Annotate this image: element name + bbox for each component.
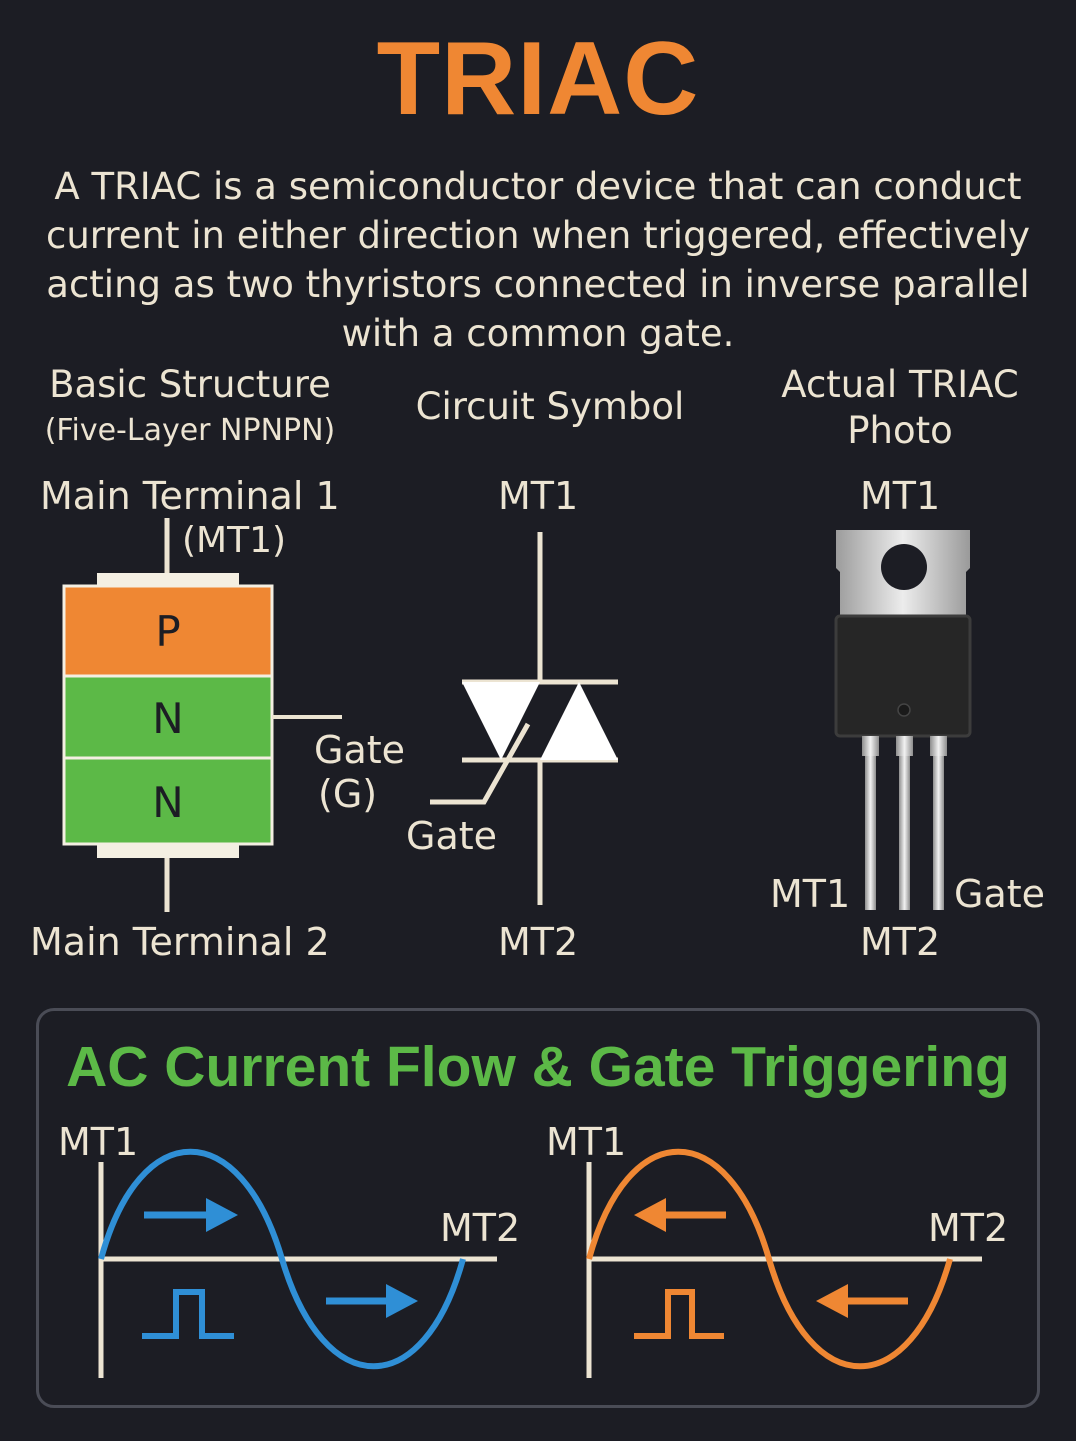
structure-heading-text: Basic Structure (49, 363, 331, 406)
layer-p-label: P (155, 607, 180, 656)
structure-gate-label: Gate (314, 728, 406, 772)
mounting-hole (881, 544, 927, 590)
triac-package-photo (834, 530, 972, 910)
lead-center-shoulder (896, 736, 913, 756)
structure-subheading: (Five-Layer NPNPN) (44, 413, 336, 448)
waveform-panel (36, 1008, 1040, 1408)
photo-heading: Actual TRIAC Photo (740, 362, 1060, 454)
wave-right-mt2-label: MT2 (928, 1206, 1009, 1250)
wave-left-arrow-2-head (386, 1284, 418, 1318)
wave-right-gate-pulse (634, 1289, 724, 1339)
package-body (834, 614, 972, 738)
layer-n2-label: N (152, 778, 183, 827)
photo-pin-left-label: MT1 (770, 872, 851, 916)
photo-mt1-top-label: MT1 (860, 474, 941, 518)
photo-pin-right-label: Gate (954, 872, 1046, 916)
waveform-title: AC Current Flow & Gate Triggering (66, 1035, 1010, 1099)
layer-n1-label: N (152, 694, 183, 743)
package-dimple (897, 703, 911, 717)
bottom-contact (97, 844, 239, 858)
lead-center (899, 756, 910, 910)
wave-left-mt1-label: MT1 (58, 1120, 139, 1164)
lead-right (933, 756, 944, 910)
layer-p (62, 584, 274, 678)
page-title: TRIAC (376, 21, 700, 137)
wave-left-mt2-label: MT2 (440, 1206, 521, 1250)
description: A TRIAC is a semiconductor device that c… (46, 165, 1030, 355)
wave-right-arrow-2-head (816, 1284, 848, 1318)
wave-right-mt1-label: MT1 (546, 1120, 627, 1164)
photo-heading-line1: Actual TRIAC (781, 363, 1019, 406)
symbol-gate-wire (430, 722, 531, 805)
symbol-mt1-label: MT1 (498, 474, 579, 518)
structure-diagram: P N N (62, 518, 342, 912)
lead-left-shoulder (862, 736, 879, 756)
lead-right-shoulder (930, 736, 947, 756)
photo-heading-line2: Photo (847, 409, 953, 452)
wave-right-sine (586, 1148, 953, 1370)
structure-mt1-abbrev: (MT1) (182, 520, 287, 561)
wave-left-gate-pulse (142, 1289, 234, 1339)
wave-right-arrow-1-head (634, 1198, 666, 1232)
layer-n2 (62, 756, 274, 846)
top-contact (97, 573, 239, 587)
structure-mt1-label: Main Terminal 1 (40, 474, 340, 518)
waveform-diagram (98, 1148, 982, 1378)
wave-left-sine (98, 1148, 466, 1370)
wave-right (586, 1148, 982, 1378)
triac-symbol (430, 532, 618, 905)
symbol-heading: Circuit Symbol (415, 385, 685, 428)
symbol-mt2-label: MT2 (498, 920, 579, 964)
symbol-triangle-down (462, 682, 540, 760)
symbol-gate-label: Gate (406, 814, 498, 858)
lead-left (865, 756, 876, 910)
symbol-triangle-up (540, 682, 618, 760)
wave-left (98, 1148, 497, 1378)
wave-left-arrow-1-head (206, 1198, 238, 1232)
photo-pin-bottom-label: MT2 (860, 920, 941, 964)
structure-gate-abbrev: (G) (318, 772, 378, 816)
structure-heading: Basic Structure (Five-Layer NPNPN) (10, 362, 370, 454)
structure-mt2-label: Main Terminal 2 (30, 920, 330, 964)
